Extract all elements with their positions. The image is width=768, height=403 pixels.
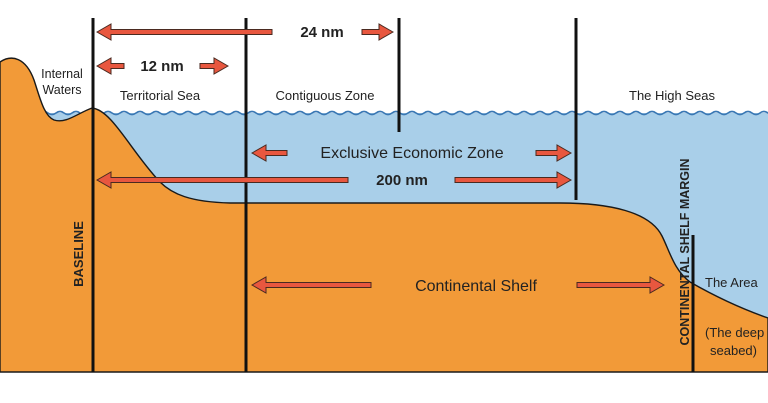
label-continental-shelf: Continental Shelf	[415, 278, 537, 295]
label-territorial-sea: Territorial Sea	[120, 88, 201, 103]
arrow-shelf-right	[576, 276, 666, 294]
label-200nm: 200 nm	[376, 172, 428, 189]
sea-surface-waves	[39, 110, 768, 116]
label-internal-waters-2: Waters	[42, 83, 81, 97]
label-24nm: 24 nm	[300, 24, 343, 41]
arrow-200nm-right	[454, 171, 573, 189]
arrow-12nm-right	[199, 57, 230, 75]
arrow-24nm-left	[95, 23, 273, 41]
arrow-eez-left	[250, 144, 288, 162]
label-deep-seabed-2: seabed)	[710, 343, 757, 358]
label-deep-seabed-1: (The deep	[705, 325, 764, 340]
arrow-12nm-left	[95, 57, 125, 75]
land-profile	[0, 57, 768, 373]
label-internal-waters-1: Internal	[41, 67, 83, 81]
label-high-seas: The High Seas	[629, 88, 715, 103]
label-shelf-margin: CONTINENTAL SHELF MARGIN	[678, 158, 692, 345]
label-baseline: BASELINE	[71, 221, 86, 287]
label-the-area: The Area	[705, 275, 759, 290]
label-eez: Exclusive Economic Zone	[320, 145, 503, 162]
arrow-shelf-left	[250, 276, 372, 294]
arrow-24nm-right	[361, 23, 395, 41]
arrow-200nm-left	[95, 171, 349, 189]
label-12nm: 12 nm	[140, 58, 183, 75]
arrow-eez-right	[535, 144, 573, 162]
label-contiguous-zone: Contiguous Zone	[275, 88, 374, 103]
